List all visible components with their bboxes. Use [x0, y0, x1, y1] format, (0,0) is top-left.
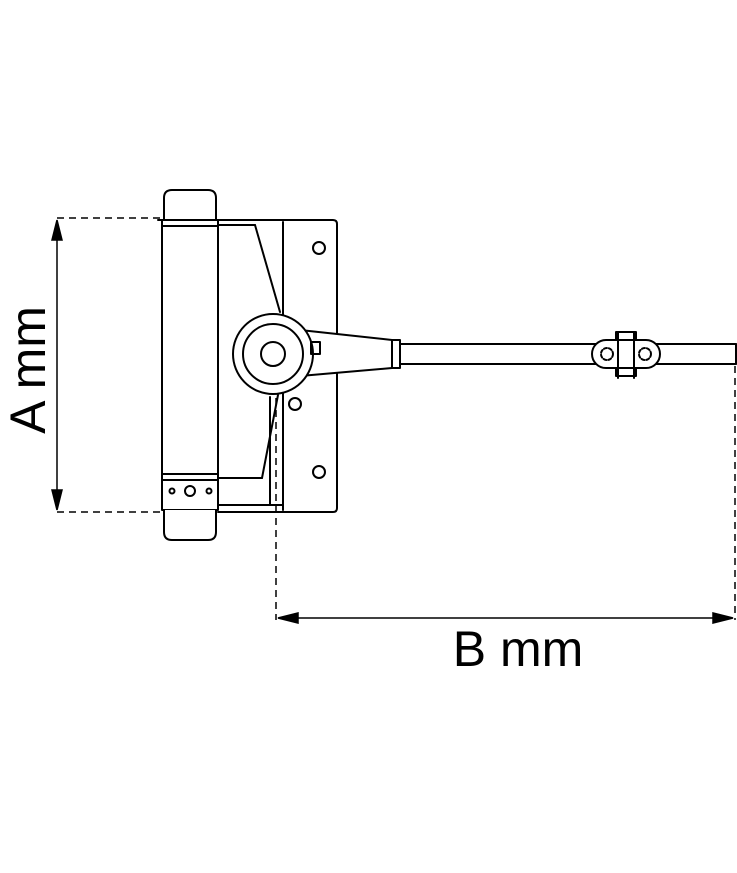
body-screw-right [205, 487, 213, 495]
arm-adjuster-clamp [591, 331, 661, 379]
screw-hole-bottom [312, 465, 326, 479]
arrow-a-top [51, 219, 63, 241]
arrow-a-bottom [51, 489, 63, 511]
dimension-a-label: A mm [0, 306, 56, 434]
arrow-b-right [712, 612, 734, 624]
closer-body [161, 189, 219, 541]
dimension-a [51, 217, 160, 513]
screw-hole-top [312, 241, 326, 255]
dimension-b-label: B mm [453, 621, 584, 677]
body-screw-center [184, 485, 196, 497]
screw-hole-middle [288, 397, 302, 411]
dimension-b [275, 366, 736, 624]
closer-arm [299, 329, 737, 377]
body-screw-left [168, 487, 176, 495]
pivot-spindle [232, 313, 321, 395]
arrow-b-left [277, 612, 299, 624]
